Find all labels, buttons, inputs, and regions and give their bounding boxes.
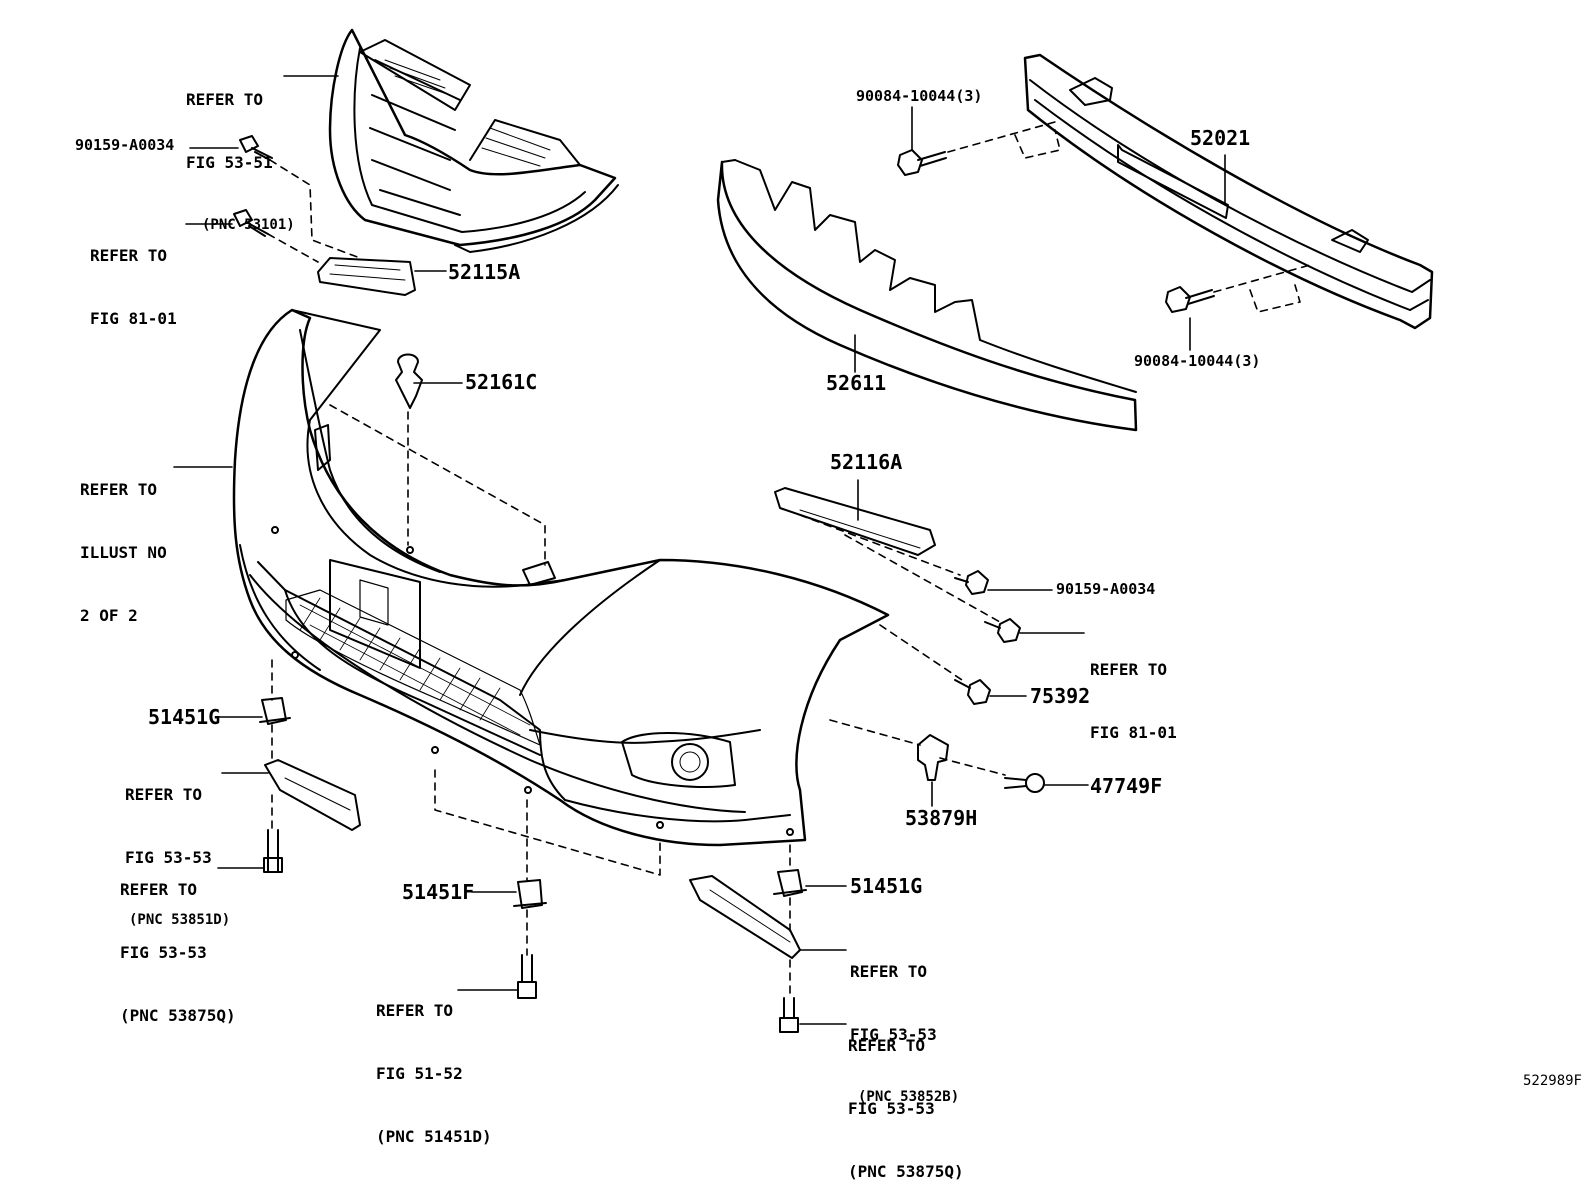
ref-line: REFER TO — [120, 880, 198, 899]
retainer-52116a — [774, 487, 936, 556]
label-retainer-left: 52115A — [448, 260, 521, 284]
dashed-guides-upper-left — [267, 159, 361, 263]
label-illust-ref: REFER TO ILLUST NO 2 OF 2 — [80, 437, 167, 647]
label-clip-52161c: 52161C — [465, 370, 538, 394]
parts-diagram: REFER TO FIG 53-51 (PNC 53101) 90159-A00… — [75, 28, 1582, 1181]
bolt-lower-icon — [1165, 286, 1215, 313]
bolt-53875q-left-icon — [263, 829, 283, 873]
label-absorber: 52611 — [826, 371, 887, 395]
label-bolt-lower: 90084-10044(3) — [1134, 352, 1261, 370]
reinforcement-52021 — [1023, 53, 1434, 330]
nut-51451g-left-icon — [259, 697, 291, 725]
bumper-cover — [232, 308, 890, 847]
label-ref-53-53-bolt-left: REFER TO FIG 53-53 (PNC 53875Q) — [120, 837, 236, 1047]
dashed-guides-reinforcement — [947, 121, 1311, 313]
ref-line: 2 OF 2 — [80, 606, 138, 625]
ref-line: (PNC 53875Q) — [120, 1006, 236, 1025]
label-ref-53-53-left: REFER TO FIG 53-53 (PNC 53851D) — [125, 742, 230, 952]
ref-line: ILLUST NO — [80, 543, 167, 562]
leader-lines — [173, 75, 1226, 1025]
ref-line: REFER TO — [848, 1036, 926, 1055]
label-bolt-upper: 90084-10044(3) — [856, 87, 983, 105]
label-grille-ref: REFER TO FIG 53-51 (PNC 53101) — [186, 47, 295, 257]
nut-51451g-right-icon — [773, 869, 807, 897]
ref-line: FIG 53-53 — [848, 1099, 935, 1118]
ref-line: REFER TO — [1090, 660, 1168, 679]
ref-line: FIG 53-53 — [120, 943, 207, 962]
bolt-51451d-icon — [517, 954, 537, 999]
label-retainer-right: 52116A — [830, 450, 903, 474]
clip-52161c-icon — [395, 353, 423, 409]
label-grommet-47749f: 47749F — [1090, 774, 1163, 798]
ref-pnc: (PNC 53851D) — [129, 912, 231, 928]
label-nut-51451f: 51451F — [402, 880, 475, 904]
bracket-53879h-icon — [917, 734, 949, 781]
ref-line: FIG 51-52 — [376, 1064, 463, 1083]
ref-line: FIG 53-53 — [125, 848, 212, 867]
ref-line: FIG 53-51 — [186, 153, 273, 172]
screw-right-lower-icon — [984, 618, 1021, 643]
label-screw-top-left: 90159-A0034 — [75, 136, 175, 154]
label-reinforcement: 52021 — [1190, 126, 1251, 150]
illustration-code: 522989F — [1522, 1073, 1582, 1089]
label-screw-right: 90159-A0034 — [1056, 580, 1156, 598]
retainer-52115a — [317, 257, 416, 296]
bolt-53875q-right-icon — [779, 997, 799, 1033]
ref-line: (PNC 51451D) — [376, 1127, 492, 1146]
bolt-upper-icon — [897, 149, 947, 176]
ref-line: REFER TO — [186, 90, 264, 109]
nut-51451f-icon — [513, 879, 547, 909]
bracket-53852b — [689, 875, 801, 959]
ref-line: REFER TO — [376, 1001, 454, 1020]
absorber-52611 — [716, 159, 1138, 432]
label-clip-75392: 75392 — [1030, 684, 1091, 708]
ref-line: REFER TO — [80, 480, 158, 499]
screw-top-left-icon — [239, 135, 273, 161]
ref-line: REFER TO — [850, 962, 928, 981]
label-ref-53-53-bolt-right: REFER TO FIG 53-53 (PNC 53875Q) — [848, 993, 964, 1203]
ref-line: FIG 81-01 — [1090, 723, 1177, 742]
dashed-guides-right — [799, 514, 1006, 776]
dashed-guides-bumper-top — [329, 404, 546, 566]
label-bracket-53879h: 53879H — [905, 806, 978, 830]
label-ref-81-01-left: REFER TO FIG 81-01 — [90, 203, 177, 350]
screw-right-icon — [954, 570, 989, 595]
diagram-canvas — [173, 28, 1434, 1033]
dashed-guides-lower-left — [271, 659, 661, 876]
ref-line: (PNC 53875Q) — [848, 1162, 964, 1181]
ref-line: FIG 81-01 — [90, 309, 177, 328]
label-nut-51451g-right: 51451G — [850, 874, 923, 898]
label-ref-51-52: REFER TO FIG 51-52 (PNC 51451D) — [376, 958, 492, 1168]
bracket-53851d — [264, 759, 361, 831]
ref-line: REFER TO — [90, 246, 168, 265]
label-ref-81-01-right: REFER TO FIG 81-01 — [1090, 617, 1177, 764]
grommet-47749f-icon — [1004, 773, 1045, 793]
ref-line: FIG 53-53 — [850, 1025, 937, 1044]
clip-75392-icon — [954, 679, 991, 705]
label-nut-51451g-left: 51451G — [148, 705, 221, 729]
ref-pnc: (PNC 53101) — [202, 217, 295, 233]
upper-grille — [328, 28, 619, 253]
screw-mid-left-icon — [233, 209, 269, 237]
ref-line: REFER TO — [125, 785, 203, 804]
